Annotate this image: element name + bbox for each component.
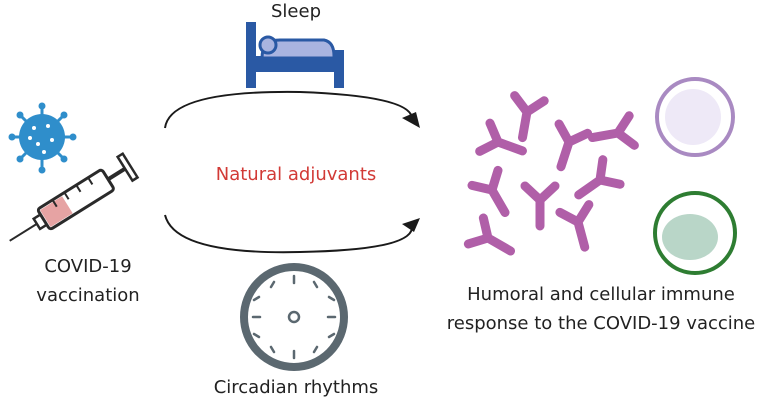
- virus-icon: [8, 102, 77, 174]
- vaccination-label-line2: vaccination: [36, 285, 140, 306]
- upper-arrow-head: [402, 112, 420, 128]
- clock-icon: [240, 263, 348, 371]
- lower-arrow: [164, 214, 413, 254]
- sleep-label: Sleep: [270, 1, 322, 22]
- natural-adjuvants-label: Natural adjuvants: [215, 164, 377, 185]
- syringe-icon: [9, 151, 140, 242]
- lower-arrow-head: [402, 218, 420, 232]
- vaccination-label-line1: COVID-19: [44, 256, 132, 277]
- antibody-icon: [468, 96, 634, 264]
- immune-cell-icon: [653, 77, 737, 275]
- response-label-line1: Humoral and cellular immune: [467, 284, 735, 305]
- circadian-label: Circadian rhythms: [213, 377, 379, 398]
- green-cell: [653, 191, 737, 275]
- response-label-line2: response to the COVID-19 vaccine: [446, 313, 756, 334]
- upper-arrow: [164, 90, 413, 129]
- purple-cell: [655, 77, 735, 157]
- bed-icon: [246, 22, 344, 88]
- arrows: [164, 90, 420, 254]
